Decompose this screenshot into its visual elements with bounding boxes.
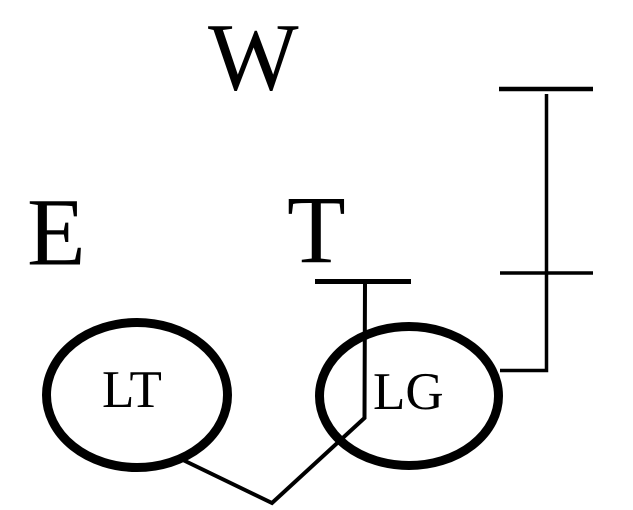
lg-ellipse [315,322,503,470]
right-stem-connector [500,94,549,373]
label-lt: LT [102,361,162,419]
label-w: W [208,4,299,111]
label-t: T [287,176,346,283]
lt-ellipse [42,318,232,472]
label-e: E [27,179,86,286]
label-lg: LG [373,363,444,421]
t-stem-zigzag-line [182,281,367,506]
